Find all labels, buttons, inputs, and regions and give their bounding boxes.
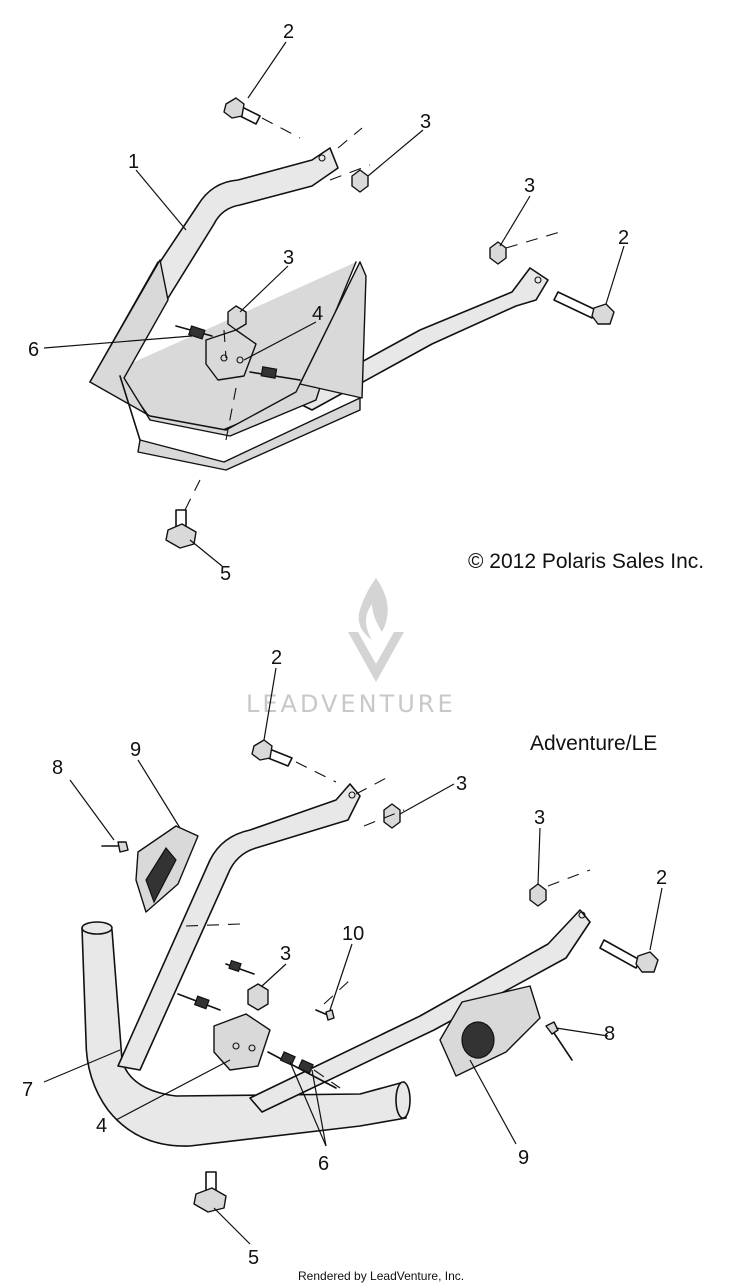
screw-part-5-top: [165, 509, 197, 549]
guard-part-9-left: [135, 825, 199, 913]
leadventure-watermark: LEADVENTURE: [246, 578, 456, 718]
nut-part-3-bottom-b: [529, 883, 547, 907]
callout-9-bottom-b: 9: [518, 1147, 529, 1169]
screw-part-6-top: [175, 325, 301, 381]
guard-part-9-right: [439, 985, 541, 1077]
callout-9-bottom-a: 9: [130, 739, 141, 761]
bolt-part-2-top-b: [553, 291, 615, 325]
callout-2-top-a: 2: [283, 21, 294, 43]
callout-6-bottom: 6: [318, 1153, 329, 1175]
callout-2-bottom-a: 2: [271, 647, 282, 669]
bumper-tube-part-7: [81, 921, 411, 1147]
screw-part-8-left: [101, 841, 129, 853]
callout-2-top-b: 2: [618, 227, 629, 249]
callout-5-bottom: 5: [248, 1247, 259, 1269]
nut-part-3-top-a: [351, 169, 369, 193]
bolt-part-2-bottom-a: [251, 739, 293, 767]
screw-part-10: [315, 1009, 335, 1021]
bumper-bar-bottom: [117, 783, 591, 1113]
svg-text:LEADVENTURE: LEADVENTURE: [246, 690, 456, 718]
callout-3-top-a: 3: [420, 111, 431, 133]
variant-label: Adventure/LE: [530, 732, 657, 755]
bolt-part-2-top-a: [223, 97, 261, 125]
callout-4-top: 4: [312, 303, 323, 325]
callout-6-top: 6: [28, 339, 39, 361]
screw-part-8-right: [545, 1021, 573, 1061]
callout-3-bottom-a: 3: [456, 773, 467, 795]
callout-3-top-b: 3: [524, 175, 535, 197]
footer-credit: Rendered by LeadVenture, Inc.: [298, 1269, 464, 1283]
callout-8-bottom-a: 8: [52, 757, 63, 779]
bumper-assembly-bottom: 2 9 8 3 3 2 10 3 7 4 8 6 9 5: [22, 647, 667, 1269]
screw-part-6-bottom: [177, 959, 337, 1089]
bumper-assembly-top: 2 3 1 3 2 3 4 6 5: [28, 21, 629, 585]
screw-part-5-bottom: [193, 1171, 227, 1213]
callout-3-bottom-b: 3: [534, 807, 545, 829]
nut-part-3-bottom-c: [247, 983, 269, 1011]
callout-4-bottom: 4: [96, 1115, 107, 1137]
callout-10-bottom: 10: [342, 923, 364, 945]
callout-1-top: 1: [128, 151, 139, 173]
callout-3-bottom-c: 3: [280, 943, 291, 965]
callout-3-top-c: 3: [283, 247, 294, 269]
callout-5-top: 5: [220, 563, 231, 585]
bolt-part-2-bottom-b: [599, 939, 659, 973]
callout-8-bottom-b: 8: [604, 1023, 615, 1045]
nut-part-3-top-b: [489, 241, 507, 265]
callout-7-bottom: 7: [22, 1079, 33, 1101]
copyright-label: © 2012 Polaris Sales Inc.: [468, 550, 704, 573]
nut-part-3-top-c: [227, 305, 247, 331]
callout-2-bottom-b: 2: [656, 867, 667, 889]
bracket-part-4-bottom: [213, 1013, 271, 1071]
nut-part-3-bottom-a: [383, 803, 401, 829]
